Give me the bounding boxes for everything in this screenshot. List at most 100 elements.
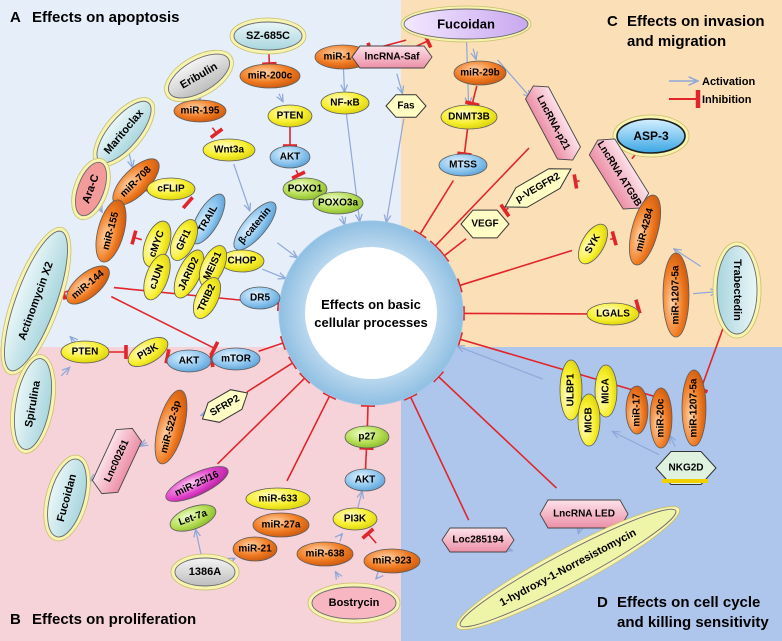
node-p27-shape xyxy=(344,425,390,449)
activation-edge-ulbp1-to-center xyxy=(457,346,544,380)
legend-activation-label: Activation xyxy=(702,76,755,88)
node-mica-label: MICA xyxy=(601,378,612,404)
node-asp3-shape xyxy=(616,118,686,154)
node-lncLed: LncRNA LED xyxy=(539,499,629,529)
node-mir20c-shape xyxy=(649,387,673,449)
node-mica-shape xyxy=(594,364,618,418)
node-mir21: miR-21 xyxy=(232,536,278,562)
activation-edge-wnt3a-to-bcatenin xyxy=(233,163,250,211)
node-p27-label: p27 xyxy=(358,432,376,443)
node-poxo3a-shape xyxy=(312,191,364,215)
node-mir155-shape xyxy=(95,199,127,263)
inhibition-edge-lgals-to-center xyxy=(461,306,588,321)
node-gfi1: GFI1 xyxy=(169,219,199,261)
node-lgals-shape xyxy=(586,302,640,326)
node-arac: Ara-C xyxy=(71,157,111,221)
node-let7a: Let-7a xyxy=(169,504,217,532)
node-mir17-label: miR-17 xyxy=(632,393,643,427)
node-gfi1-shape xyxy=(169,219,199,261)
node-sz685c-label: SZ-685C xyxy=(246,30,290,42)
inhibition-edge-mir155-to-cmyc xyxy=(130,230,143,245)
inhibition-edge-lncLed-to-center xyxy=(431,369,558,489)
inhibition-edge-mir4284-to-syk xyxy=(609,230,618,246)
node-pi3k1-shape xyxy=(127,337,169,367)
node-mir633: miR-633 xyxy=(245,487,311,511)
node-sz685c-shape xyxy=(233,21,303,51)
node-mir923-shape xyxy=(363,548,421,574)
node-pten1-label: PTEN xyxy=(277,111,304,122)
quadrant-d-title-line1: Effects on cell cycle xyxy=(617,594,760,611)
node-mtss-label: MTSS xyxy=(449,160,477,171)
node-sfrp2-shape xyxy=(201,389,249,423)
node-poxo3a-label: POXO3a xyxy=(318,198,358,209)
node-pi3k2: PI3K xyxy=(332,507,378,531)
activation-edge-bostrycin-to-mir923 xyxy=(376,577,378,579)
node-mir17: miR-17 xyxy=(625,385,649,435)
node-lncP21-shape xyxy=(525,85,581,161)
node-nfkb: NF-κB xyxy=(320,91,370,115)
activation-edge-chop-to-center xyxy=(262,268,285,278)
node-arac-shape xyxy=(75,161,107,217)
node-pten1: PTEN xyxy=(267,104,313,128)
inhibition-edge-mir195-to-wnt3a xyxy=(209,127,224,140)
node-mir144-shape xyxy=(66,265,110,305)
inhibition-edge-akt1-to-poxo1 xyxy=(291,169,306,180)
node-fas-shape xyxy=(385,94,427,118)
node-mir17-shape xyxy=(625,385,649,435)
node-mir12075a1-shape xyxy=(662,252,690,338)
legend-inhibition-label: Inhibition xyxy=(702,94,752,106)
node-trabectedin: Trabectedin xyxy=(712,241,762,339)
quadrant-b-title: Effects on proliferation xyxy=(32,611,196,628)
node-spirulina-shape xyxy=(14,358,52,450)
node-mir638-shape xyxy=(296,541,354,567)
node-cjun: cJUN xyxy=(143,253,171,301)
node-fucoidanB: Fucoidan xyxy=(43,454,91,542)
node-vegf: VEGF xyxy=(460,209,510,239)
node-akt3-shape xyxy=(344,468,386,492)
node-lncLed-label: LncRNA LED xyxy=(553,509,615,520)
node-bcatenin-shape xyxy=(233,201,277,251)
node-actX2: Actinomycin X2 xyxy=(0,226,72,376)
center-label-line1: Effects on basic xyxy=(321,297,421,312)
node-actX2-shape xyxy=(4,230,68,372)
node-spirulina: Spirulina xyxy=(10,354,56,454)
node-poxo3a: POXO3a xyxy=(312,191,364,215)
node-nkg2d-label: NKG2D xyxy=(668,463,703,474)
node-mir155: miR-155 xyxy=(95,199,127,263)
activation-edge-nkg2d-to-micb xyxy=(612,432,660,456)
node-mir195-shape xyxy=(173,99,227,123)
node-ulbp1: ULBP1 xyxy=(559,359,583,421)
node-mir12075a2-shape xyxy=(681,369,707,447)
inhibition-edge-mir29b-to-dnmt3b xyxy=(464,85,480,108)
activation-edge-fucoidanTop-to-mir29b xyxy=(473,48,476,60)
node-pten2-shape xyxy=(60,340,110,364)
node-mtss-shape xyxy=(438,153,488,177)
node-wnt3a: Wnt3a xyxy=(202,138,256,162)
node-pi3k2-shape xyxy=(332,507,378,531)
node-mir20c: miR-20c xyxy=(649,387,673,449)
node-mir923-label: miR-923 xyxy=(373,556,412,567)
inhibition-edge-syk-to-center xyxy=(455,249,573,294)
node-dnmt3b-shape xyxy=(440,104,498,130)
node-mir923: miR-923 xyxy=(363,548,421,574)
node-dr5: DR5 xyxy=(239,286,281,310)
node-d1386a-label: 1386A xyxy=(189,566,221,578)
node-pi3k2-label: PI3K xyxy=(344,514,367,525)
node-nfkb-label: NF-κB xyxy=(330,98,359,109)
node-mir27a-shape xyxy=(252,512,310,538)
quadrant-c-title-line1: Effects on invasion xyxy=(627,13,765,30)
node-dr5-shape xyxy=(239,286,281,310)
node-akt1-label: AKT xyxy=(280,152,301,163)
inhibition-edge-mir144-to-mtor xyxy=(110,295,220,356)
node-meis1: MEIS1 xyxy=(198,245,228,287)
activation-edge-poxo3a-to-center xyxy=(342,215,345,225)
node-lncSaf: lncRNA-Saf xyxy=(351,45,433,69)
node-cflip-label: cFLIP xyxy=(157,184,185,195)
center-label-line2: cellular processes xyxy=(314,315,427,330)
inhibition-edge-dnmt3b-to-mtss xyxy=(457,128,472,157)
node-lgals: LGALS xyxy=(586,302,640,326)
node-maritoclax: Maritoclax xyxy=(92,97,156,167)
node-mir20c-label: miR-20c xyxy=(656,398,667,437)
activation-edge-fucoidanTop-to-lncP21 xyxy=(497,59,531,98)
